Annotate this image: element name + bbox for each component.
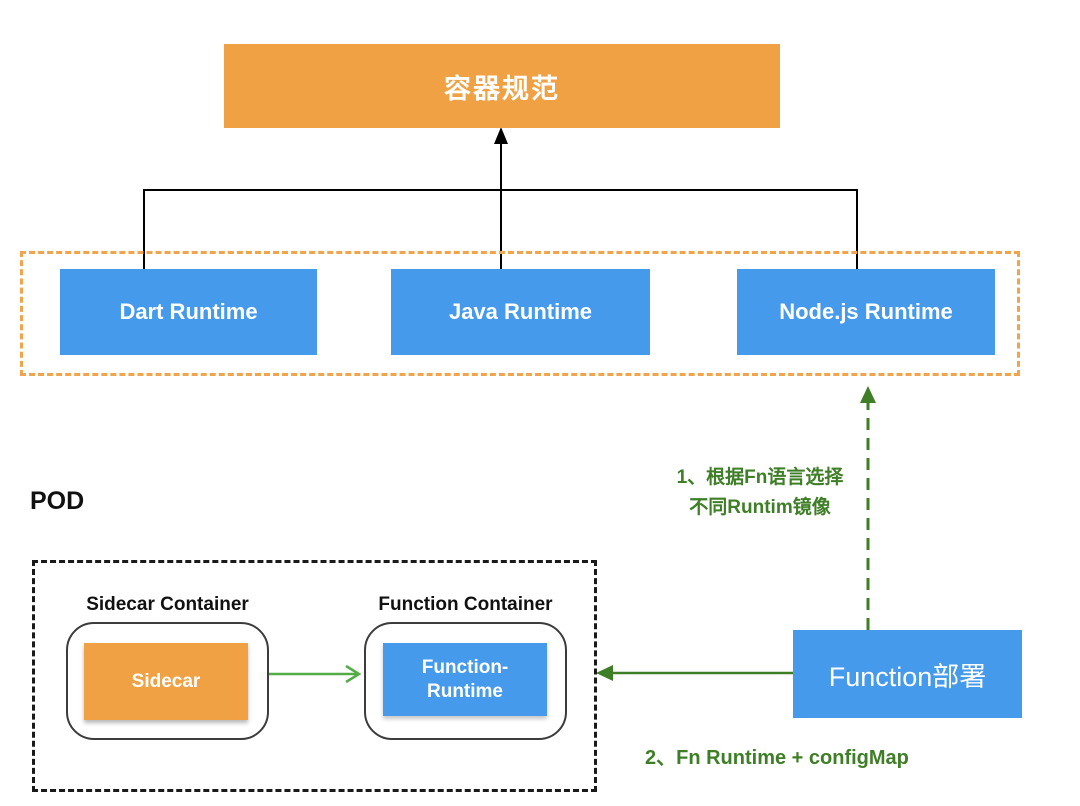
function-runtime-label-line2: Runtime (427, 680, 503, 702)
annotation-1-line1: 1、根据Fn语言选择 (676, 467, 844, 488)
runtime-box-nodejs: Node.js Runtime (737, 269, 995, 355)
function-container-title: Function Container (378, 594, 553, 615)
function-runtime-label-line1: Function- (421, 656, 509, 678)
arrow-up-dashed-icon (860, 386, 876, 403)
pod-label: POD (30, 487, 85, 515)
pod-border (32, 560, 597, 792)
function-runtime-box: Function- Runtime (383, 643, 547, 716)
function-deploy-box: Function部署 (793, 630, 1022, 718)
runtime-group-border (20, 251, 1020, 376)
annotation-1-line2: 不同Runtim镜像 (689, 497, 831, 518)
arrow-left-icon (596, 665, 613, 681)
container-spec-box: 容器规范 (224, 44, 780, 128)
annotation-1: 1、根据Fn语言选择 不同Runtim镜像 (652, 463, 868, 523)
runtime-box-dart: Dart Runtime (60, 269, 317, 355)
annotation-2: 2、Fn Runtime + configMap (645, 747, 909, 769)
sidecar-container-title: Sidecar Container (86, 594, 249, 615)
sidecar-box: Sidecar (84, 643, 248, 720)
arrow-up-icon (494, 127, 508, 144)
runtime-box-java: Java Runtime (391, 269, 650, 355)
